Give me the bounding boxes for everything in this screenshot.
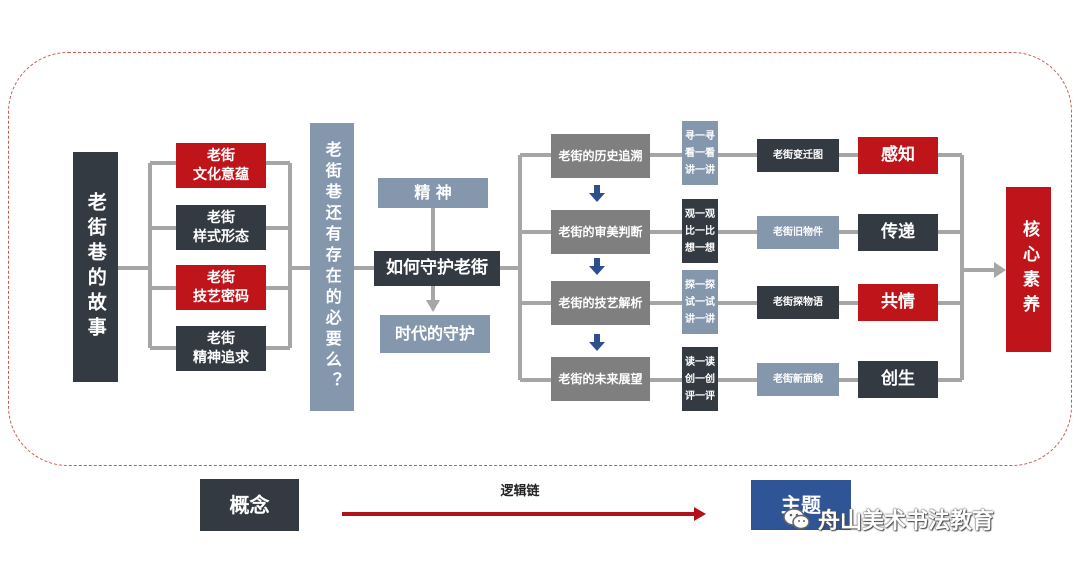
activity-new-look: 老街新面貌 (757, 363, 839, 396)
protect-box: 如何守护老街 (374, 251, 500, 286)
era-box: 时代的守护 (380, 315, 490, 353)
activity-objects-text: 老街旧物件 (773, 226, 823, 238)
chain-label: 逻辑链 (500, 484, 540, 499)
stage-craft: 老街的技艺解析 (551, 281, 650, 325)
method-item: 想一想 (685, 242, 715, 254)
aspect-craft: 老街 技艺密码 (176, 265, 266, 310)
method-item: 读一读 (685, 356, 715, 368)
activity-stories-text: 老街探物语 (773, 296, 823, 308)
aspect-spirit-text: 老街 精神追求 (193, 330, 249, 366)
aspect-craft-text: 老街 技艺密码 (193, 269, 249, 305)
literacy-transmission-text: 传递 (881, 222, 915, 243)
story-text: 老街巷的故事 (84, 192, 107, 342)
core-box: 核心素养 (1006, 187, 1051, 352)
literacy-empathy: 共情 (858, 284, 938, 321)
dashed-frame (8, 52, 1072, 466)
stage-craft-text: 老街的技艺解析 (558, 295, 643, 310)
method-item: 讲一讲 (685, 313, 715, 325)
activity-new-look-text: 老街新面貌 (773, 373, 823, 385)
wechat-icon (782, 506, 812, 532)
protect-text: 如何守护老街 (386, 258, 488, 279)
stage-future-text: 老街的未来展望 (558, 371, 643, 386)
aspect-culture: 老街 文化意蕴 (176, 143, 266, 188)
literacy-empathy-text: 共情 (881, 292, 915, 313)
stage-aesthetic-text: 老街的审美判断 (558, 224, 643, 239)
core-text: 核心素养 (1018, 219, 1039, 320)
stage-history: 老街的历史追溯 (551, 134, 650, 178)
method-item: 讲一讲 (685, 164, 715, 176)
method-item: 试一试 (685, 296, 715, 308)
method-item: 寻一寻 (685, 130, 715, 142)
methods-future: 读一读 创一创 评一评 (682, 347, 718, 411)
method-item: 比一比 (685, 225, 715, 237)
literacy-creation: 创生 (858, 361, 938, 398)
aspect-spirit: 老街 精神追求 (176, 326, 266, 371)
method-item: 观一观 (685, 208, 715, 220)
watermark-text: 舟山美术书法教育 (818, 509, 995, 534)
spirit-box: 精 神 (378, 178, 488, 208)
stage-future: 老街的未来展望 (551, 357, 650, 401)
method-item: 探一探 (685, 279, 715, 291)
methods-history: 寻一寻 看一看 讲一讲 (682, 121, 718, 185)
stage-history-text: 老街的历史追溯 (558, 148, 643, 163)
watermark: 舟山美术书法教育 (782, 502, 994, 536)
methods-aesthetic: 观一观 比一比 想一想 (682, 199, 718, 263)
activity-changes: 老街变迁图 (757, 139, 839, 172)
activity-objects: 老街旧物件 (757, 216, 839, 249)
concept-box: 概念 (200, 479, 299, 531)
aspect-form: 老街 样式形态 (176, 205, 266, 250)
methods-craft: 探一探 试一试 讲一讲 (682, 270, 718, 334)
literacy-perception: 感知 (858, 137, 938, 174)
question-box: 老街巷还有存在的必要么？ (310, 123, 354, 411)
spirit-text: 精 神 (414, 183, 452, 203)
activity-changes-text: 老街变迁图 (773, 149, 823, 161)
concept-text: 概念 (229, 492, 270, 517)
method-item: 看一看 (685, 147, 715, 159)
era-text: 时代的守护 (394, 324, 475, 344)
literacy-transmission: 传递 (858, 214, 938, 251)
method-item: 评一评 (685, 390, 715, 402)
question-text: 老街巷还有存在的必要么？ (322, 141, 342, 393)
activity-stories: 老街探物语 (757, 286, 839, 319)
story-box: 老街巷的故事 (73, 152, 118, 382)
aspect-form-text: 老街 样式形态 (193, 209, 249, 245)
literacy-perception-text: 感知 (881, 145, 915, 166)
stage-aesthetic: 老街的审美判断 (551, 210, 650, 254)
literacy-creation-text: 创生 (881, 369, 915, 390)
aspect-culture-text: 老街 文化意蕴 (193, 147, 249, 183)
method-item: 创一创 (685, 373, 715, 385)
